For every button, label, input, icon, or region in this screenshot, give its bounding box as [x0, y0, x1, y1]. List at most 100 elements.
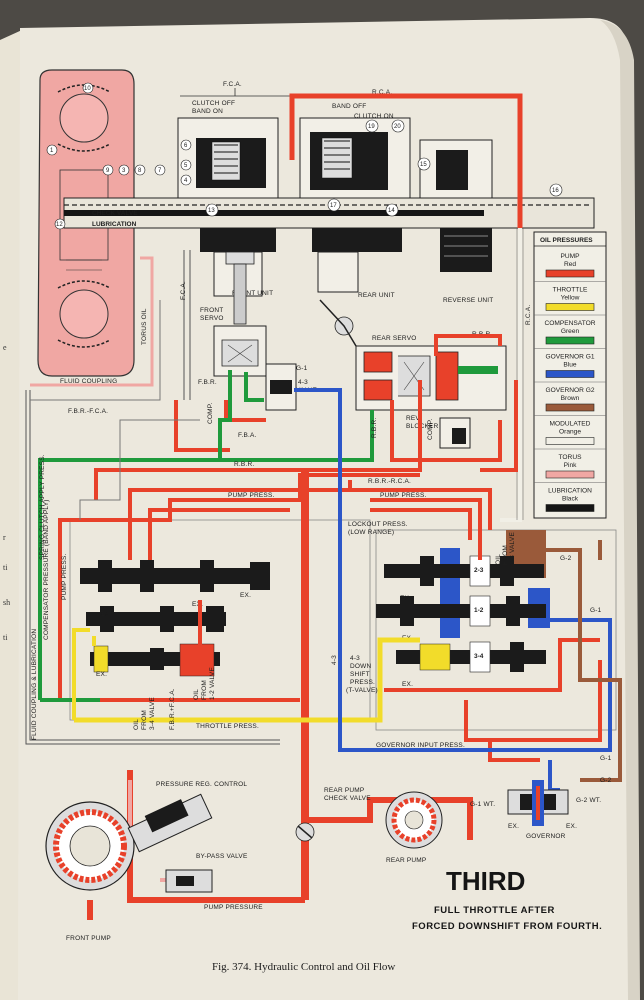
- band-on-label: BAND ON: [192, 108, 223, 115]
- legend-swatch: [545, 336, 595, 345]
- servo-label: SERVO: [200, 315, 224, 322]
- callout-7: 7: [158, 168, 162, 174]
- legend-item-color-name: Pink: [564, 462, 578, 469]
- legend-swatch: [545, 470, 595, 479]
- clutch-on-label: CLUTCH ON: [354, 113, 394, 120]
- valve-34-label: 3-4: [474, 653, 484, 660]
- throttle-press-label: THROTTLE PRESS.: [196, 723, 259, 730]
- downshift-label: SHIFT: [350, 671, 370, 678]
- rear-pump-label: REAR PUMP: [386, 857, 426, 864]
- band-off-label: BAND OFF: [332, 103, 366, 110]
- legend-item-color-name: Red: [564, 261, 576, 268]
- reverse-unit: REVERSE UNIT: [419, 139, 493, 304]
- oil-23-label: 2-3 VALVE: [509, 532, 516, 565]
- callout-4: 4: [184, 178, 188, 184]
- pressure-reg-label: PRESSURE REG. CONTROL: [156, 781, 247, 788]
- fca-bracket: [180, 88, 290, 97]
- rca-line-top: [289, 93, 523, 228]
- rear-pump: REAR PUMP: [385, 791, 443, 864]
- callout-10: 10: [84, 86, 91, 92]
- diagram-subtitle: FORCED DOWNSHIFT FROM FOURTH.: [412, 921, 602, 932]
- fbr-label: F.B.R.: [198, 379, 217, 386]
- oil-34-label: OIL: [133, 719, 140, 730]
- ex-label: EX.: [192, 601, 203, 608]
- pump-press-label: PUMP PRESS.: [380, 492, 427, 499]
- fca-top-label: F.C.A.: [223, 81, 242, 88]
- fba-label: F.B.A.: [238, 432, 257, 439]
- g1-wt-label: G-1 WT.: [470, 801, 495, 808]
- pump-pressure-label: PUMP PRESSURE: [204, 904, 263, 911]
- ex-label: EX.: [96, 671, 107, 678]
- legend-item-name: GOVERNOR G1: [545, 354, 594, 361]
- rbr-main-label: R.B.R.: [234, 461, 254, 468]
- pressure-regulator: PRESSURE REG. CONTROL: [127, 781, 247, 853]
- downshift-label: 4-3: [350, 655, 360, 662]
- callout-9: 9: [106, 168, 110, 174]
- legend-item-color-name: Blue: [563, 362, 577, 369]
- callout-8: 8: [138, 168, 142, 174]
- fbr-fca-label: F.B.R.+F.C.A.: [169, 688, 176, 730]
- callout-6: 6: [184, 143, 188, 149]
- valve-43-label: 4-3: [298, 379, 308, 386]
- fca-side-label: F.C.A.: [180, 281, 187, 300]
- legend: OIL PRESSURES PUMPRedTHROTTLEYellowCOMPE…: [533, 231, 607, 519]
- pump-press-label: PUMP PRESS.: [228, 492, 275, 499]
- legend-swatch: [545, 303, 595, 311]
- legend-items: PUMPRedTHROTTLEYellowCOMPENSATORGreenGOV…: [534, 253, 606, 512]
- margin-text: ti: [3, 633, 8, 642]
- callout-14: 14: [388, 208, 395, 214]
- g1-label: G-1: [590, 607, 602, 614]
- ex-label: EX.: [402, 681, 413, 688]
- fbr-fca-label: F.B.R.-F.C.A.: [68, 408, 108, 415]
- rear-servo-label: REAR SERVO: [372, 335, 417, 342]
- front-pump-label: FRONT PUMP: [66, 935, 111, 942]
- front-pump: FRONT PUMP: [45, 801, 135, 942]
- legend-item-name: GOVERNOR G2: [545, 387, 594, 394]
- bypass-valve: BY-PASS VALVE: [165, 853, 248, 893]
- margin-text: sh: [3, 598, 10, 607]
- comp-press-label: COMPENSATOR PRESSURE (BAND APPLY): [43, 499, 50, 640]
- blocker-label: BLOCKER: [406, 423, 439, 430]
- governor-input-label: GOVERNOR INPUT PRESS.: [376, 742, 465, 749]
- legend-swatch: [545, 370, 595, 378]
- diagram-subtitle: FULL THROTTLE AFTER: [434, 905, 555, 916]
- g2-bottom-label: G-2: [600, 777, 612, 784]
- valve-body-left: EX. EX. EX. EX.: [69, 519, 371, 721]
- governor-label: GOVERNOR: [526, 833, 566, 840]
- downshift-label: PRESS.: [350, 679, 375, 686]
- rca-side-label: R.C.A.: [525, 305, 532, 325]
- callout-3: 3: [122, 168, 126, 174]
- margin-text: ti: [3, 563, 8, 572]
- callout-13: 13: [208, 208, 215, 214]
- check-valve-label: CHECK VALVE: [92, 210, 138, 217]
- lockout-label: (LOW RANGE): [348, 529, 394, 536]
- margin-text: r: [3, 533, 6, 542]
- front-servo-label: FRONT: [200, 307, 223, 314]
- g1-bottom-label: G-1: [600, 755, 612, 762]
- rbr-rca-label: R.B.R.-R.C.A.: [368, 478, 411, 485]
- rear-unit: REAR UNIT: [299, 117, 411, 299]
- governor: G-1 WT. G-2 WT. GOVERNOR G-1 G-2 EX. EX.: [470, 755, 612, 840]
- valve-12-label: 1-2: [474, 607, 484, 614]
- ex-label: EX.: [100, 611, 111, 618]
- legend-item-name: LUBRICATION: [548, 488, 592, 495]
- comp-label: COMP.: [207, 403, 214, 424]
- ex-label: EX.: [400, 595, 411, 602]
- valve-23-label: 2-3: [474, 567, 484, 574]
- front-unit: FRONT UNIT: [177, 117, 279, 297]
- legend-item-name: TORUS: [559, 454, 583, 461]
- downshift-label: DOWN: [350, 663, 371, 670]
- left-page-edge: [0, 30, 22, 1000]
- numbered-callouts: 1 6 5 4 3 8 7 9 10 12 13 14 15 16 17 19 …: [46, 82, 563, 230]
- rev-blocker-label: REV.: [406, 415, 421, 422]
- pump-press-left-label: PUMP PRESS.: [61, 553, 68, 600]
- legend-item-color-name: Orange: [559, 429, 581, 436]
- rear-pump-check-label: REAR PUMP: [324, 787, 364, 794]
- oil-12-label: FROM: [201, 680, 208, 700]
- legend-item-name: MODULATED: [550, 421, 591, 428]
- oil-12-label: 1-2 VALVE: [209, 667, 216, 700]
- rear-unit-label: REAR UNIT: [358, 292, 395, 299]
- g2-label: G-2: [560, 555, 572, 562]
